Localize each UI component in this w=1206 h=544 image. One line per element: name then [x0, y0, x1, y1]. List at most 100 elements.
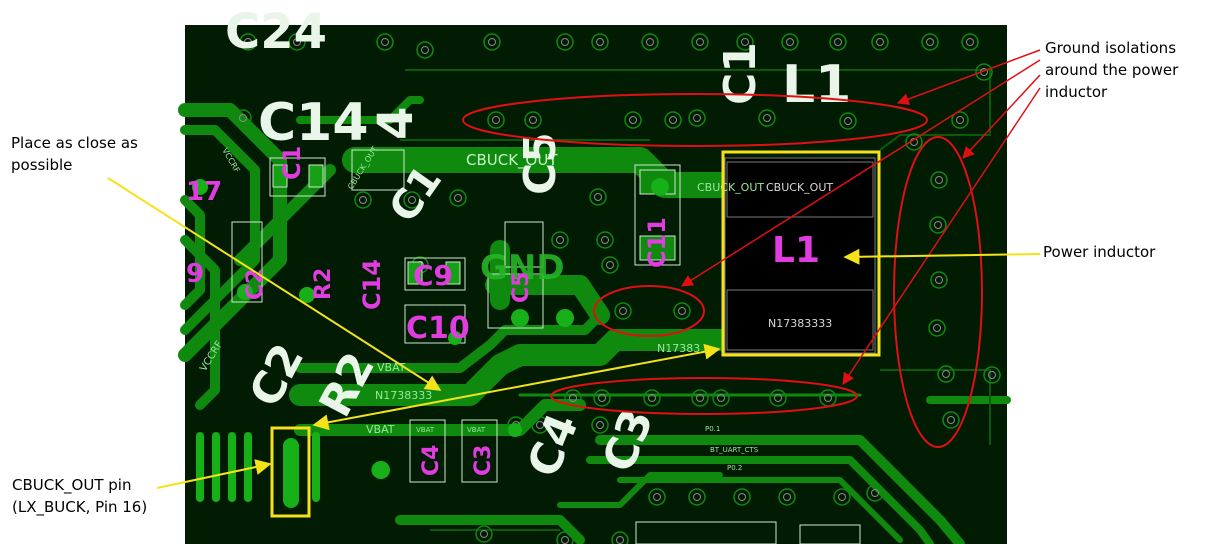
via-hole — [693, 493, 701, 501]
via — [778, 488, 796, 506]
via — [475, 525, 493, 543]
net-cbuck-main: CBUCK_OUT — [466, 151, 558, 170]
pin16-highlight-box — [270, 426, 311, 518]
net-n-pad: N17383333 — [768, 317, 832, 330]
via-hole — [239, 114, 247, 122]
net-cbuck-pad-left: CBUCK_OUT — [697, 181, 764, 194]
via — [942, 411, 960, 429]
pin-to-inductor-double-arrow — [312, 343, 721, 431]
silk-m-l1: L1 — [772, 230, 820, 271]
silk-refdes-magenta: 17 C1 C11 L1 C9 C10 C5 C14 C2 R2 C4 C3 9 — [186, 146, 820, 476]
via — [556, 33, 574, 51]
silk-m-17: 17 — [186, 177, 222, 207]
power-inductor-pointer — [843, 248, 1041, 265]
via — [234, 109, 252, 127]
via-hole — [454, 194, 462, 202]
via — [354, 191, 372, 209]
place-close-line2: possible — [11, 156, 73, 174]
via — [921, 33, 939, 51]
via — [839, 112, 857, 130]
via-hole — [596, 38, 604, 46]
silk-m-9: 9 — [186, 259, 204, 289]
cbuck-pin-pointer — [156, 459, 272, 489]
via-hole — [601, 236, 609, 244]
via-hole — [629, 116, 637, 124]
via-hole — [381, 38, 389, 46]
silk-m-c14: C14 — [358, 259, 386, 310]
via-hole — [935, 276, 943, 284]
net-vbat-2: VBAT — [366, 423, 395, 436]
via — [483, 33, 501, 51]
via — [449, 189, 467, 207]
red-pointers — [680, 49, 1041, 385]
gnd-label: GND — [480, 248, 565, 288]
silk-m-c4: C4 — [419, 445, 444, 476]
via-hole — [669, 116, 677, 124]
via — [664, 111, 682, 129]
silk-m-c9: C9 — [413, 259, 453, 292]
via — [937, 365, 955, 383]
via — [736, 33, 754, 51]
via-hole — [935, 176, 943, 184]
net-vbat-pad2: VBAT — [467, 426, 486, 434]
via — [769, 389, 787, 407]
via — [589, 188, 607, 206]
net-p02: P0.2 — [727, 464, 742, 472]
silk-m-c2: C2 — [243, 269, 268, 300]
ground-iso-right — [893, 136, 983, 448]
via-hole — [926, 38, 934, 46]
cbuck-pin-line1: CBUCK_OUT pin — [12, 476, 132, 494]
via — [691, 33, 709, 51]
via-hole — [774, 394, 782, 402]
ground-iso-mid — [593, 285, 705, 337]
power-inductor-label: Power inductor — [1043, 243, 1156, 261]
via — [833, 488, 851, 506]
via-hole — [244, 38, 252, 46]
via-hole — [619, 307, 627, 315]
place-close-line1: Place as close as — [11, 134, 138, 152]
via — [930, 271, 948, 289]
via — [614, 302, 632, 320]
ground-iso-top — [462, 93, 928, 147]
net-p01: P0.1 — [705, 425, 720, 433]
via-hole — [786, 38, 794, 46]
via — [961, 33, 979, 51]
via — [673, 302, 691, 320]
ground-isolation-line3: inductor — [1045, 83, 1108, 101]
via — [975, 63, 993, 81]
via-hole — [693, 114, 701, 122]
net-cbuck-pad-right: CBUCK_OUT — [766, 181, 833, 194]
via — [733, 488, 751, 506]
via — [524, 111, 542, 129]
via-hole — [421, 46, 429, 54]
via — [601, 256, 619, 274]
via-hole — [933, 324, 941, 332]
via — [758, 109, 776, 127]
via — [648, 488, 666, 506]
via — [416, 41, 434, 59]
inductor-highlight-box — [721, 150, 881, 357]
via-hole — [293, 38, 301, 46]
via-hole — [956, 116, 964, 124]
silk-c14-tail: 4 — [368, 107, 424, 140]
via — [556, 531, 574, 544]
solder-pads — [192, 178, 669, 508]
via-hole — [480, 530, 488, 538]
via — [871, 33, 889, 51]
silk-m-c3: C3 — [471, 445, 496, 476]
via-hole — [678, 307, 686, 315]
net-n-trace: N1738333 — [375, 389, 432, 402]
via-hole — [561, 38, 569, 46]
via — [596, 231, 614, 249]
via-hole — [871, 489, 879, 497]
via — [376, 33, 394, 51]
silk-c14-top: C14 — [258, 93, 369, 153]
via-hole — [783, 493, 791, 501]
via — [866, 484, 884, 502]
yellow-pointers — [107, 177, 1041, 489]
via-hole — [942, 370, 950, 378]
ground-outlines — [400, 69, 991, 531]
via — [983, 366, 1001, 384]
via — [951, 111, 969, 129]
via-hole — [966, 38, 974, 46]
